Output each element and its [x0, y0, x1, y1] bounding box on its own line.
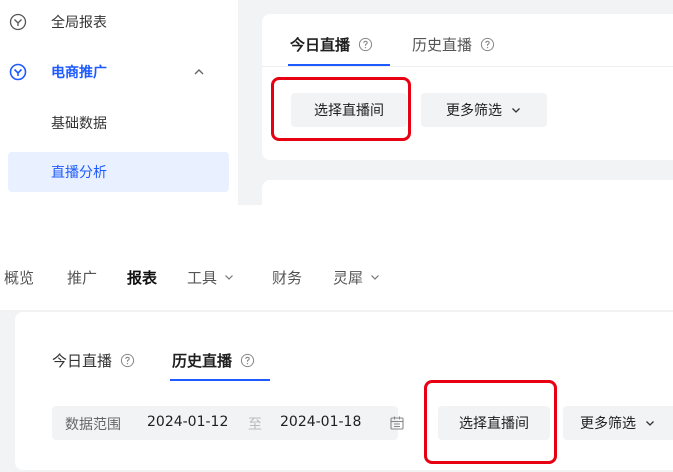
nav-label: 推广 [67, 268, 98, 287]
button-label: 更多筛选 [580, 415, 636, 431]
top-nav: 概览 推广 报表 工具 财务 灵犀 [0, 263, 673, 291]
date-range-end[interactable]: 2024-01-18 [280, 414, 362, 430]
highlight-box [424, 380, 557, 464]
tab-history-live[interactable]: 历史直播 [172, 350, 255, 371]
highlight-box [271, 77, 411, 141]
tab-today-live[interactable]: 今日直播 [290, 34, 373, 55]
date-range-picker[interactable]: 数据范围 2024-01-12 至 2024-01-18 [52, 406, 404, 440]
sidebar: 全局报表 电商推广 基础数据 直播分析 [0, 0, 238, 205]
help-icon[interactable] [240, 353, 255, 368]
tab-label: 历史直播 [412, 36, 473, 54]
tab-label: 历史直播 [172, 352, 233, 370]
tab-today-live[interactable]: 今日直播 [52, 350, 135, 371]
sidebar-item-label: 电商推广 [51, 65, 107, 81]
active-tab-indicator [170, 379, 270, 381]
help-icon[interactable] [358, 37, 373, 52]
nav-label: 财务 [272, 268, 303, 287]
sidebar-item-live-analysis[interactable]: 直播分析 [8, 152, 229, 192]
more-filters-button[interactable]: 更多筛选 [421, 93, 547, 127]
chevron-down-icon [371, 275, 379, 280]
nav-label: 工具 [187, 268, 218, 287]
nav-label: 灵犀 [333, 268, 364, 287]
sidebar-item-label: 直播分析 [51, 165, 107, 181]
tab-label: 今日直播 [290, 36, 351, 54]
sidebar-item-label: 基础数据 [51, 116, 107, 132]
active-tab-indicator [288, 64, 390, 66]
nav-item-tools[interactable]: 工具 [187, 263, 235, 291]
nav-item-overview[interactable]: 概览 [4, 263, 34, 291]
calendar-icon[interactable] [389, 415, 405, 431]
sidebar-item-ecommerce-promo[interactable]: 电商推广 [0, 52, 238, 92]
select-live-room-button[interactable]: 选择直播间 [438, 406, 550, 440]
chevron-down-icon [646, 421, 654, 426]
more-filters-button[interactable]: 更多筛选 [563, 406, 673, 440]
ecommerce-icon [9, 63, 27, 81]
nav-label: 概览 [4, 268, 35, 287]
nav-item-report[interactable]: 报表 [127, 263, 157, 291]
nav-label: 报表 [127, 268, 158, 287]
nav-item-finance[interactable]: 财务 [272, 263, 302, 291]
content-card [262, 180, 673, 210]
button-label: 选择直播间 [314, 102, 384, 118]
date-range-label: 数据范围 [65, 417, 121, 433]
chevron-up-icon[interactable] [192, 65, 206, 79]
chevron-down-icon [512, 108, 520, 113]
chevron-down-icon [225, 275, 233, 280]
help-icon[interactable] [480, 37, 495, 52]
date-range-separator: 至 [248, 417, 262, 433]
help-icon[interactable] [120, 353, 135, 368]
screenshot-panel-top: 全局报表 电商推广 基础数据 直播分析 今日直播 [0, 0, 673, 210]
date-range-start[interactable]: 2024-01-12 [147, 414, 229, 430]
tab-divider [262, 66, 673, 67]
live-card: 今日直播 历史直播 选择直播间 更多筛选 [262, 14, 673, 160]
nav-item-lingxi[interactable]: 灵犀 [333, 263, 381, 291]
live-card: 今日直播 历史直播 数据范围 2024-01-12 至 2024-01-18 [15, 312, 673, 470]
select-live-room-button[interactable]: 选择直播间 [291, 93, 407, 127]
screenshot-panel-bottom: 今日直播 历史直播 数据范围 2024-01-12 至 2024-01-18 [0, 310, 673, 472]
sidebar-item-label: 全局报表 [51, 15, 107, 31]
tab-label: 今日直播 [52, 352, 113, 370]
sidebar-item-global-report[interactable]: 全局报表 [0, 2, 238, 42]
button-label: 更多筛选 [446, 102, 502, 118]
button-label: 选择直播间 [459, 415, 529, 431]
report-icon [9, 13, 27, 31]
nav-item-promotion[interactable]: 推广 [67, 263, 97, 291]
sidebar-item-basic-data[interactable]: 基础数据 [0, 103, 238, 143]
tab-history-live[interactable]: 历史直播 [412, 34, 495, 55]
